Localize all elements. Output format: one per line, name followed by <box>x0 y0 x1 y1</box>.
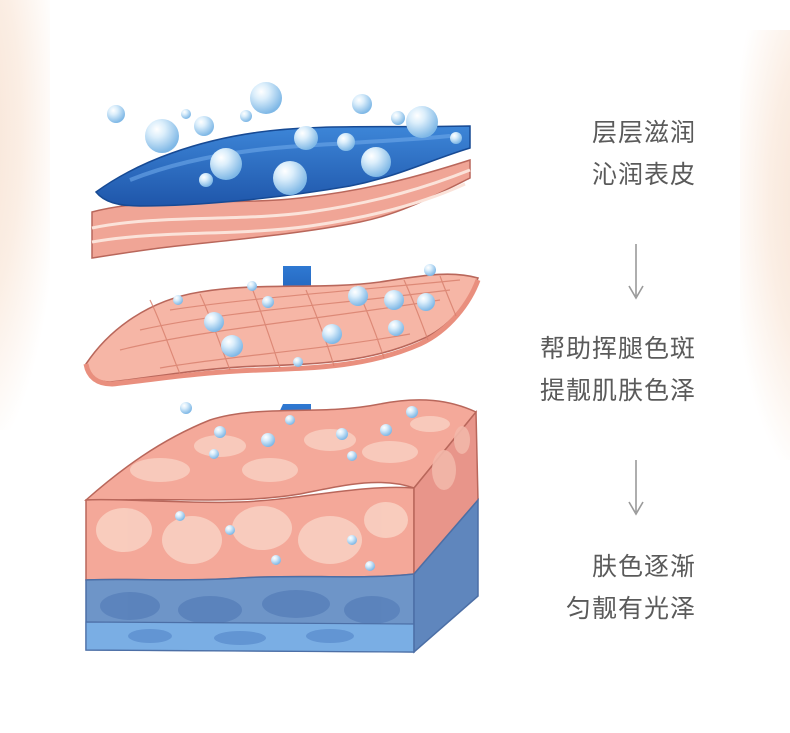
block-top-cells <box>130 416 450 482</box>
water-droplet-icon <box>214 426 226 438</box>
water-droplet-icon <box>361 147 391 177</box>
middle-skin-edge <box>83 279 481 387</box>
water-droplet-icon <box>285 415 295 425</box>
water-droplet-icon <box>210 148 242 180</box>
water-droplet-icon <box>209 449 219 459</box>
middle-skin-layer <box>83 264 481 387</box>
water-droplet-icon <box>261 433 275 447</box>
water-droplet-icon <box>204 312 224 332</box>
water-droplet-icon <box>175 511 185 521</box>
water-droplet-icon <box>417 293 435 311</box>
water-droplet-icon <box>406 406 418 418</box>
water-droplet-icon <box>247 281 257 291</box>
water-droplet-icon <box>380 424 392 436</box>
water-droplet-icon <box>181 109 191 119</box>
top-skin-stripe <box>91 168 471 230</box>
water-droplet-icon <box>384 290 404 310</box>
top-skin-stripe-2 <box>91 182 466 244</box>
caption-step-2: 帮助挥腿色斑 提靓肌肤色泽 <box>540 328 696 412</box>
water-droplet-icon <box>365 561 375 571</box>
water-droplet-icon <box>424 264 436 276</box>
caption-step-3-line-2: 匀靓有光泽 <box>565 594 696 623</box>
caption-step-1-line-2: 沁润表皮 <box>591 160 696 189</box>
middle-droplets <box>173 264 436 367</box>
block-front-cells <box>96 502 408 564</box>
water-droplet-icon <box>352 94 372 114</box>
water-droplet-icon <box>271 555 281 565</box>
left-skin-glow <box>0 0 50 430</box>
water-droplet-icon <box>337 133 355 151</box>
top-droplets <box>107 82 462 195</box>
water-droplet-icon <box>145 119 179 153</box>
thin-down-arrow-icon <box>628 244 644 300</box>
caption-step-1-line-1: 层层滋润 <box>591 118 696 147</box>
caption-step-1: 层层滋润 沁润表皮 <box>592 112 696 196</box>
block-side-cells <box>432 426 470 490</box>
thin-down-arrow-icon <box>628 460 644 516</box>
middle-skin-texture <box>119 275 461 375</box>
water-droplet-icon <box>262 296 274 308</box>
water-droplet-icon <box>221 335 243 357</box>
caption-step-3-line-1: 肤色逐渐 <box>591 552 696 581</box>
water-droplet-icon <box>391 111 405 125</box>
water-droplet-icon <box>293 357 303 367</box>
caption-step-3: 肤色逐渐 匀靓有光泽 <box>566 546 696 630</box>
water-droplet-icon <box>173 295 183 305</box>
water-droplet-icon <box>273 161 307 195</box>
water-droplet-icon <box>347 451 357 461</box>
block-side-blue <box>413 497 479 654</box>
water-droplet-icon <box>194 116 214 136</box>
water-droplet-icon <box>225 525 235 535</box>
water-droplet-icon <box>322 324 342 344</box>
water-droplet-icon <box>347 535 357 545</box>
caption-step-2-line-2: 提靓肌肤色泽 <box>539 376 696 405</box>
middle-skin-sheet <box>85 273 480 383</box>
right-skin-glow <box>740 30 790 460</box>
water-droplet-icon <box>180 402 192 414</box>
water-droplet-icon <box>240 110 252 122</box>
block-base-cells <box>128 629 354 645</box>
water-droplet-icon <box>388 320 404 336</box>
water-droplet-icon <box>199 173 213 187</box>
block-front-blue-cells <box>100 590 400 624</box>
water-droplet-icon <box>250 82 282 114</box>
bottom-droplets <box>175 402 418 571</box>
bottom-skin-block <box>84 399 479 654</box>
caption-step-2-line-1: 帮助挥腿色斑 <box>539 334 696 363</box>
top-hydration-layer <box>91 82 471 259</box>
water-droplet-icon <box>348 286 368 306</box>
water-droplet-icon <box>450 132 462 144</box>
water-droplet-icon <box>107 105 125 123</box>
water-droplet-icon <box>336 428 348 440</box>
water-droplet-icon <box>294 126 318 150</box>
water-droplet-icon <box>406 106 438 138</box>
